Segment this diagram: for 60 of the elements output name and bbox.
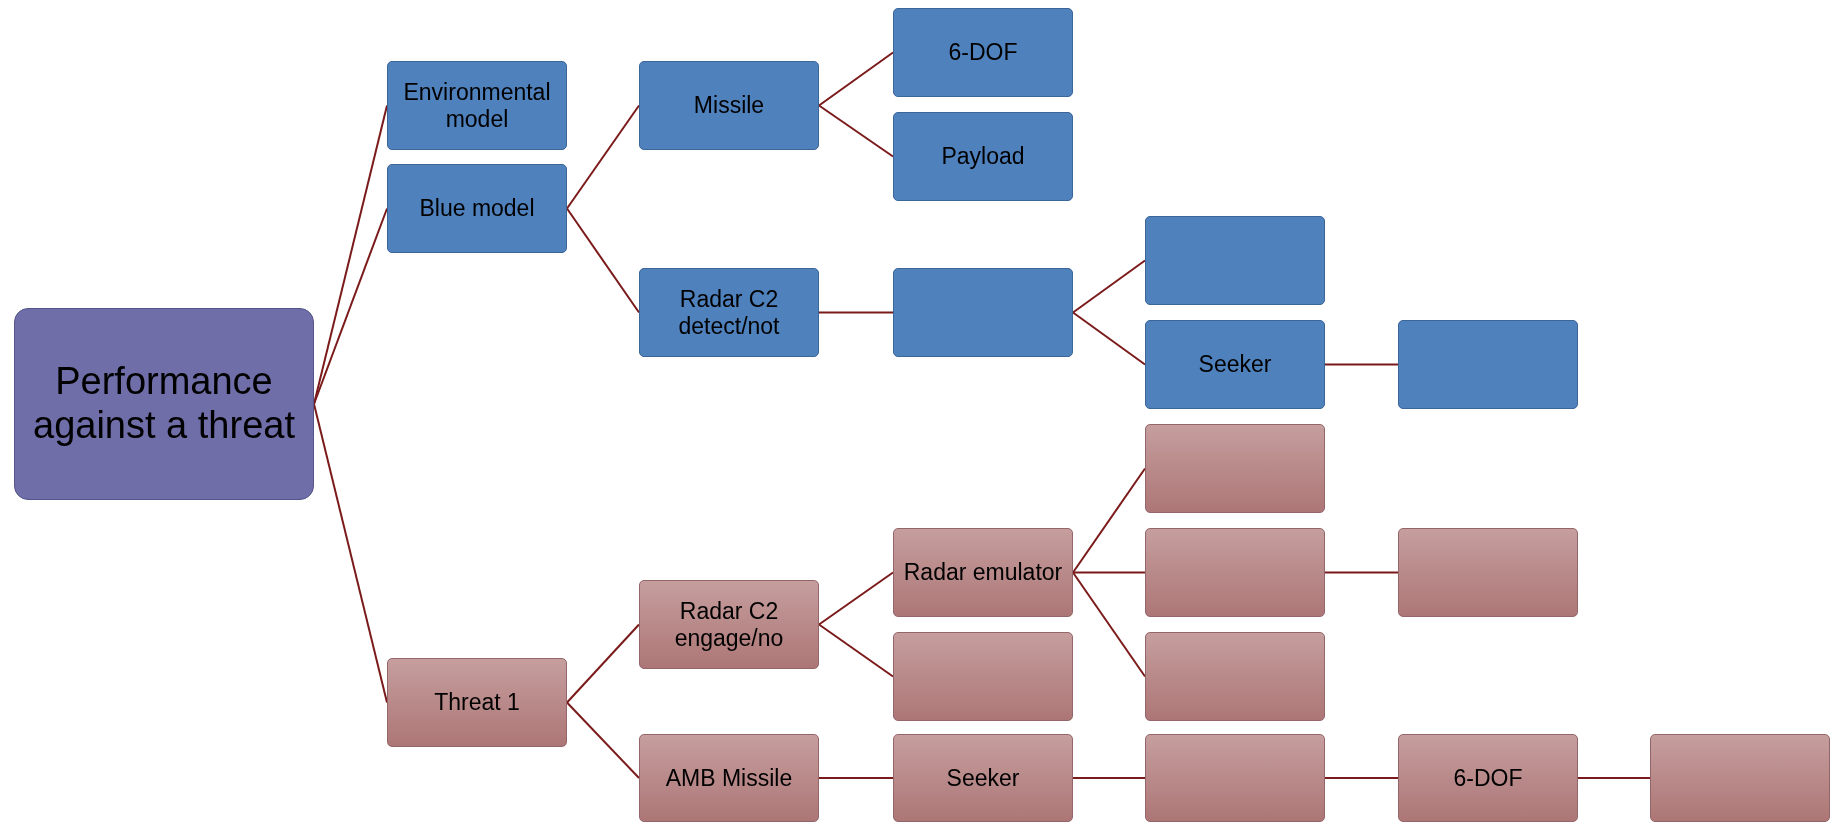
connector-line: [1072, 467, 1146, 574]
connector-line: [313, 207, 388, 405]
empty-box: [1145, 424, 1325, 513]
box-label: Radar emulator: [903, 559, 1063, 586]
box-label: Payload: [941, 143, 1025, 170]
tree-box: [639, 734, 819, 822]
empty-box: [1145, 632, 1325, 721]
connector-line: [566, 623, 640, 704]
tree-box: [387, 658, 567, 747]
connector-line: [818, 623, 894, 678]
connector-line: [1072, 571, 1146, 574]
empty-box: [1145, 528, 1325, 617]
connector-line: [313, 403, 388, 704]
empty-box: [893, 632, 1073, 721]
box-label: Radar C2 engage/no: [673, 598, 785, 651]
box-label: Blue model: [419, 195, 535, 222]
connector-line: [1072, 571, 1146, 678]
tree-box: [639, 61, 819, 150]
connector-line: [1324, 777, 1399, 779]
connector-line: [1324, 571, 1399, 574]
box-label: Performance against a threat: [32, 360, 296, 448]
connector-line: [818, 104, 894, 158]
connector-line: [1072, 259, 1146, 314]
connector-line: [1324, 363, 1399, 366]
connector-line: [818, 51, 894, 107]
box-label: Seeker: [946, 764, 1020, 792]
tree-box: [639, 268, 819, 357]
tree-box: [893, 112, 1073, 201]
tree-box: [387, 61, 567, 150]
root-box: [14, 308, 314, 500]
empty-box: [1398, 320, 1578, 409]
empty-box: [1650, 734, 1830, 822]
tree-box: [387, 164, 567, 253]
connector-line: [566, 207, 640, 314]
box-label: 6-DOF: [1453, 764, 1523, 792]
connector-line: [818, 777, 894, 779]
connector-line: [1072, 311, 1146, 366]
box-label: Threat 1: [434, 689, 520, 716]
tree-box: [1145, 320, 1325, 409]
tree-box: [893, 8, 1073, 97]
connector-line: [818, 571, 894, 626]
connector-line: [818, 311, 894, 314]
tree-box: [1398, 734, 1578, 822]
box-label: 6-DOF: [948, 39, 1018, 66]
box-label: Seeker: [1198, 351, 1272, 378]
connector-line: [566, 701, 640, 779]
box-label: Missile: [693, 92, 765, 119]
box-label: AMB Missile: [665, 764, 793, 792]
connector-line: [1577, 777, 1651, 779]
empty-box: [1145, 734, 1325, 822]
tree-box: [639, 580, 819, 669]
connector-line: [1072, 777, 1146, 779]
empty-box: [1398, 528, 1578, 617]
tree-box: [893, 734, 1073, 822]
empty-box: [893, 268, 1073, 357]
connector-line: [566, 104, 640, 210]
tree-box: [893, 528, 1073, 617]
empty-box: [1145, 216, 1325, 305]
box-label: Environmental model: [402, 79, 552, 132]
box-label: Radar C2 detect/not: [677, 286, 781, 339]
